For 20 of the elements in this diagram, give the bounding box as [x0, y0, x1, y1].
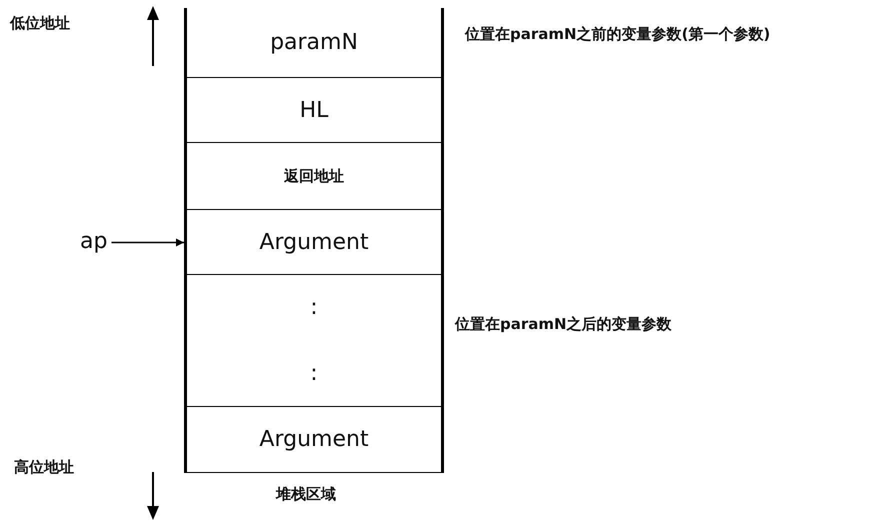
stack-cell — [184, 143, 444, 210]
cell-text: : — [310, 360, 318, 386]
cell-text: 返回地址 — [284, 166, 344, 186]
cell-text: : — [310, 295, 318, 320]
pointer-label: ap — [80, 228, 108, 254]
address-label: 低位地址 — [10, 14, 70, 33]
stack-cell — [184, 275, 444, 407]
caption: 堆栈区域 — [276, 485, 336, 504]
cell-text: paramN — [270, 30, 358, 55]
cell-text: HL — [300, 98, 328, 122]
cell-text: Argument — [259, 230, 369, 254]
address-label: 高位地址 — [14, 458, 74, 477]
cell-text: Argument — [259, 427, 369, 452]
note: 位置在paramN之前的变量参数(第一个参数) — [465, 25, 770, 44]
stack-cell — [184, 210, 444, 275]
stack-cell — [184, 8, 444, 78]
arrow — [111, 238, 184, 246]
stack-cell — [184, 407, 444, 473]
note: 位置在paramN之后的变量参数 — [455, 315, 672, 334]
stack-cell — [184, 78, 444, 143]
